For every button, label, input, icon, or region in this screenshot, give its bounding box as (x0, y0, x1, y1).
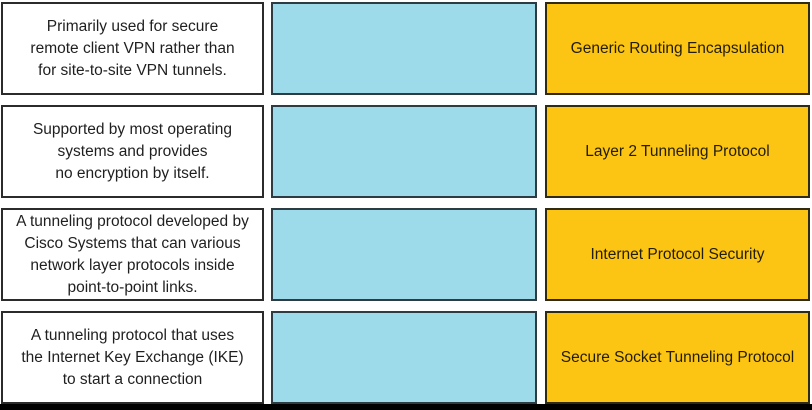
match-row-2: Supported by most operating systems and … (1, 105, 810, 198)
match-row-3: A tunneling protocol developed by Cisco … (1, 208, 810, 301)
description-text: Supported by most operating systems and … (32, 120, 233, 182)
description-card-4: A tunneling protocol that uses the Inter… (1, 311, 264, 404)
description-text: A tunneling protocol that uses the Inter… (21, 326, 244, 388)
description-text: Primarily used for secure remote client … (30, 17, 235, 79)
drop-zone-2[interactable] (271, 105, 537, 198)
drop-zone-1[interactable] (271, 2, 537, 95)
answer-card-2[interactable]: Layer 2 Tunneling Protocol (545, 105, 810, 198)
description-card-2: Supported by most operating systems and … (1, 105, 264, 198)
bottom-border-bar (0, 404, 812, 410)
description-card-1: Primarily used for secure remote client … (1, 2, 264, 95)
answer-card-3[interactable]: Internet Protocol Security (545, 208, 810, 301)
description-card-3: A tunneling protocol developed by Cisco … (1, 208, 264, 301)
answer-text: Internet Protocol Security (590, 245, 765, 263)
answer-text: Layer 2 Tunneling Protocol (585, 142, 770, 160)
match-row-4: A tunneling protocol that uses the Inter… (1, 311, 810, 404)
answer-card-1[interactable]: Generic Routing Encapsulation (545, 2, 810, 95)
description-text: A tunneling protocol developed by Cisco … (16, 212, 249, 296)
drop-zone-3[interactable] (271, 208, 537, 301)
match-row-1: Primarily used for secure remote client … (1, 2, 810, 95)
answer-text: Generic Routing Encapsulation (570, 39, 785, 57)
drop-zone-4[interactable] (271, 311, 537, 404)
answer-card-4[interactable]: Secure Socket Tunneling Protocol (545, 311, 810, 404)
answer-text: Secure Socket Tunneling Protocol (560, 348, 795, 366)
